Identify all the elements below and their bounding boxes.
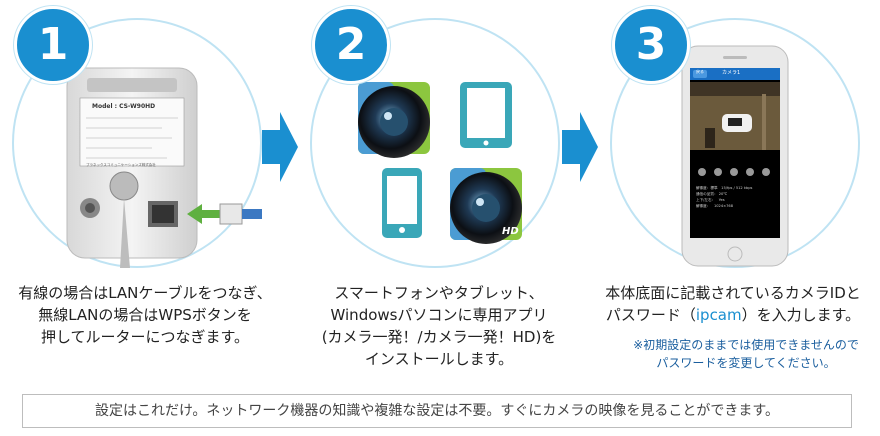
step-3-caption: 本体底面に記載されているカメラIDと パスワード（ipcam）を入力します。 <box>588 282 878 326</box>
phone-back-button[interactable]: 戻る <box>696 69 704 74</box>
step-2-caption: スマートフォンやタブレット、 Windowsパソコンに専用アプリ (カメラ一発！… <box>294 282 584 370</box>
hd-badge: HD <box>502 226 519 237</box>
password-note: ※初期設定のままでは使用できませんので パスワードを変更してください。 <box>596 336 880 372</box>
step-1-number: 1 <box>14 6 92 84</box>
caption-text: ）を入力します。 <box>741 306 861 324</box>
app-icons-image <box>358 82 522 244</box>
step-3-number: 3 <box>612 6 690 84</box>
step-2-number: 2 <box>312 6 390 84</box>
step-1-caption: 有線の場合はLANケーブルをつなぎ、 無線LANの場合はWPSボタンを 押してル… <box>0 282 290 348</box>
smartphone-image <box>681 45 789 267</box>
step-2: HD 2 <box>298 0 568 280</box>
note-line: パスワードを変更してください。 <box>656 356 836 370</box>
caption-line: (カメラ一発！/カメラ一発！HD)を <box>321 328 557 346</box>
arrow-right-icon <box>262 112 298 182</box>
caption-text: パスワード（ <box>605 306 696 324</box>
step-3-circle: カメラ1 戻る 解像度：標準 15/fps / 512 kbps 通信の品質： … <box>610 18 860 268</box>
step-3: カメラ1 戻る 解像度：標準 15/fps / 512 kbps 通信の品質： … <box>598 0 868 280</box>
default-password: ipcam <box>695 306 742 324</box>
arrow-right-icon <box>562 112 598 182</box>
phone-info-line: 通信の品質： 20℃ <box>696 192 728 196</box>
caption-line: Windowsパソコンに専用アプリ <box>330 306 548 324</box>
phone-screen-title: カメラ1 <box>722 70 741 76</box>
camera-back-image <box>66 67 262 268</box>
step-2-circle: HD <box>310 18 560 268</box>
caption-line: インストールします。 <box>364 350 514 368</box>
caption-line: パスワード（ipcam）を入力します。 <box>588 304 878 326</box>
caption-line: 押してルーターにつなぎます。 <box>40 328 250 346</box>
caption-line: 有線の場合はLANケーブルをつなぎ、 <box>18 284 272 302</box>
phone-info-line: 上下/左右： Yes <box>696 198 725 202</box>
caption-line: 本体底面に記載されているカメラIDと <box>605 284 861 302</box>
phone-info-line: 解像度： 1024×768 <box>696 204 733 208</box>
summary-banner: 設定はこれだけ。ネットワーク機器の知識や複雑な設定は不要。すぐにカメラの映像を見… <box>22 394 852 428</box>
note-line: ※初期設定のままでは使用できませんので <box>633 338 859 352</box>
caption-line: スマートフォンやタブレット、 <box>334 284 544 302</box>
phone-info-line: 解像度：標準 15/fps / 512 kbps <box>696 186 753 190</box>
caption-line: 無線LANの場合はWPSボタンを <box>38 306 252 324</box>
step-1-circle: Model : CS-W90HD プラネックスコミュニケーションズ株式会社 <box>12 18 262 268</box>
device-maker-label: プラネックスコミュニケーションズ株式会社 <box>86 163 156 167</box>
device-model-label: Model : CS-W90HD <box>92 103 156 110</box>
step-1: Model : CS-W90HD プラネックスコミュニケーションズ株式会社 1 <box>0 0 270 280</box>
